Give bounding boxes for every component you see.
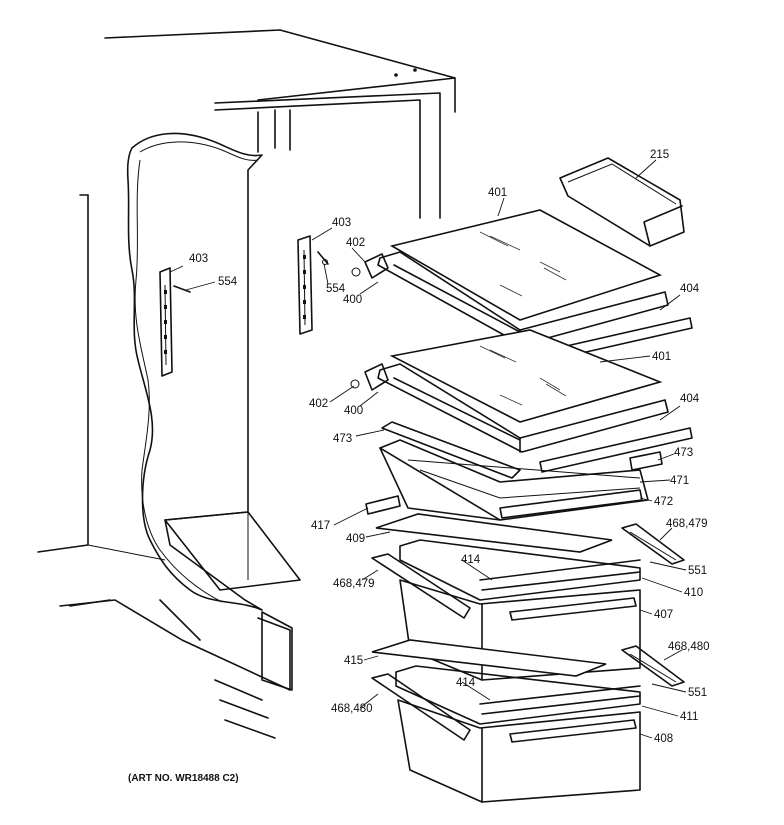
shelf-support-right — [297, 235, 329, 335]
callout-403-right: 403 — [332, 217, 351, 229]
callout-407: 407 — [654, 609, 673, 621]
crisper-cover-frame — [365, 421, 663, 521]
callout-468-480-left: 468,480 — [331, 703, 373, 715]
art-number: (ART NO. WR18488 C2) — [128, 773, 239, 784]
callout-468-480-right: 468,480 — [668, 641, 710, 653]
middle-shelf-trim — [539, 427, 693, 473]
door-bin — [559, 157, 685, 247]
callout-417: 417 — [311, 520, 330, 532]
callout-472: 472 — [654, 496, 673, 508]
upper-crisper-pan — [371, 513, 685, 681]
callout-468-479-left: 468,479 — [333, 578, 375, 590]
callout-551-top: 551 — [688, 565, 707, 577]
callout-554-right: 554 — [326, 283, 346, 295]
upper-glass-shelf — [351, 209, 669, 346]
callout-404-top: 404 — [680, 283, 700, 295]
callout-468-479-right: 468,479 — [666, 518, 708, 530]
callout-409: 409 — [346, 533, 365, 545]
callout-402-mid: 402 — [309, 398, 328, 410]
callout-403-left: 403 — [189, 253, 208, 265]
callout-404-mid: 404 — [680, 393, 700, 405]
callout-414-top: 414 — [461, 554, 481, 566]
callout-401-mid: 401 — [652, 351, 671, 363]
callout-473-left: 473 — [333, 433, 352, 445]
callout-551-bottom: 551 — [688, 687, 707, 699]
callout-410: 410 — [684, 587, 703, 599]
middle-glass-shelf — [350, 329, 669, 453]
callout-471: 471 — [670, 475, 689, 487]
callout-400-top: 400 — [343, 294, 362, 306]
cabinet — [37, 29, 456, 739]
callout-215: 215 — [650, 149, 669, 161]
leader-lines — [169, 159, 687, 739]
callout-415: 415 — [344, 655, 363, 667]
callout-labels: 215 401 403 554 403 402 554 400 404 401 … — [189, 149, 710, 745]
callout-402-top: 402 — [346, 237, 365, 249]
lower-crisper-pan — [371, 639, 685, 803]
callout-401-top: 401 — [488, 187, 507, 199]
callout-473-right: 473 — [674, 447, 693, 459]
callout-414-bottom: 414 — [456, 677, 476, 689]
shelf-support-left — [159, 267, 191, 377]
callout-411: 411 — [680, 711, 698, 723]
callout-408: 408 — [654, 733, 673, 745]
callout-400-mid: 400 — [344, 405, 363, 417]
callout-554-left: 554 — [218, 276, 238, 288]
